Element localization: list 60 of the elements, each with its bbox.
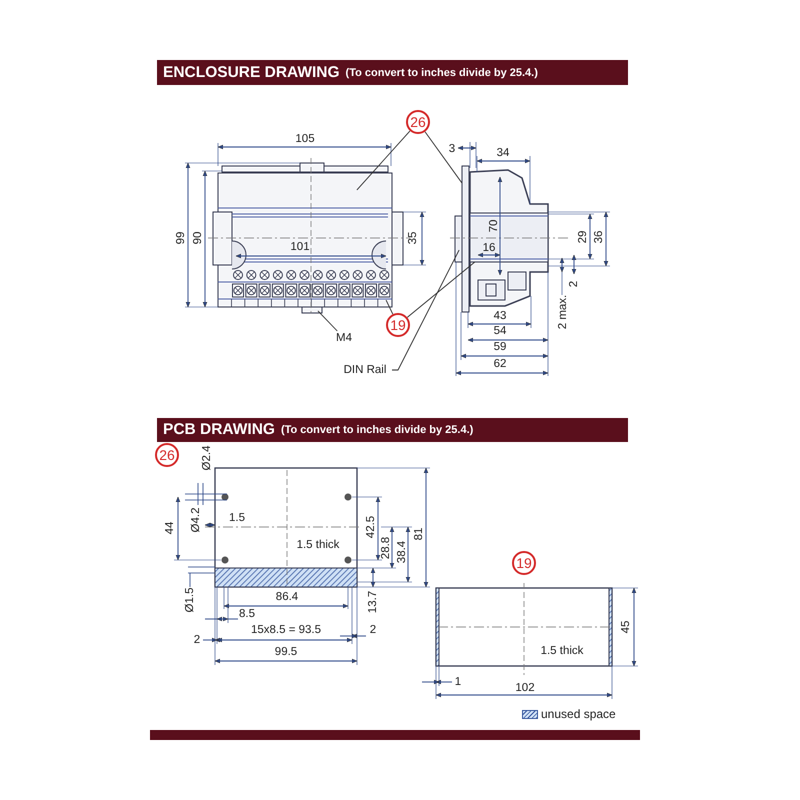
dimension-label: 102: [515, 682, 535, 694]
dimension-label: 13.7: [367, 590, 379, 614]
dimension-label: Ø2.4: [201, 446, 213, 470]
callout-number: 26: [406, 110, 430, 134]
dimension-label: 44: [164, 522, 176, 534]
dimension-label: 90: [192, 232, 204, 244]
dimension-label: 2: [568, 280, 580, 288]
leader-line: [356, 130, 410, 190]
dimension-label: 29: [577, 230, 589, 244]
section-header: [157, 60, 628, 85]
dimension-label: 36: [593, 230, 605, 244]
dimension-label: 16: [482, 242, 496, 254]
leader-line: [424, 131, 462, 184]
section-note: (To convert to inches divide by 25.4.): [280, 424, 474, 436]
dimension-label: 35: [407, 232, 419, 244]
dimension-label: 2: [370, 624, 376, 636]
dimension-label: 101: [290, 241, 310, 253]
callout-number: 19: [512, 551, 536, 575]
dimension-label: 43: [494, 310, 506, 322]
part-label: M4: [332, 331, 356, 345]
dimension-label: 105: [295, 133, 315, 145]
dimension-label: 28.8: [380, 536, 392, 560]
part-label: DIN Rail: [338, 363, 392, 377]
dimension-label: 70: [488, 220, 500, 232]
callout-number: 26: [155, 443, 179, 467]
dimension-label: 1.5: [229, 512, 245, 524]
dimension-label: 62: [494, 358, 506, 370]
section-note: (To convert to inches divide by 25.4.): [346, 66, 538, 78]
dimension-label: Ø1.5: [184, 588, 196, 612]
dimension-label: 34: [496, 147, 510, 159]
legend-label: unused space: [541, 707, 616, 721]
dimension-label: 3: [448, 143, 456, 155]
dimension-label: 99.5: [274, 646, 298, 658]
section-title: PCB DRAWING: [163, 421, 275, 439]
dimension-label: 86.4: [276, 591, 298, 603]
dimension-label: 1: [454, 676, 462, 688]
section-title: ENCLOSURE DRAWING: [163, 64, 340, 82]
dimension-label: 42.5: [365, 516, 377, 538]
leader-line: [318, 310, 338, 332]
enclosure-side-view-drawing: [450, 142, 610, 376]
leader-line: [406, 261, 476, 318]
leader-line: [386, 300, 394, 315]
enclosure-front-view-drawing: [184, 142, 426, 314]
dimension-label: 2: [194, 634, 200, 646]
dimension-label: 8.5: [239, 608, 255, 620]
dimension-label: 54: [494, 325, 506, 337]
thickness-note: 1.5 thick: [540, 645, 584, 657]
thickness-note: 1.5 thick: [296, 539, 340, 551]
pcb-strip-drawing: [422, 582, 638, 700]
section-header: [157, 418, 628, 442]
dimension-label: 15x8.5 = 93.5: [250, 624, 322, 636]
dimension-label: 38.4: [396, 540, 408, 564]
dimension-label: 2 max.: [557, 294, 569, 330]
dimension-label: Ø4.2: [190, 508, 202, 532]
dimension-label: 45: [620, 620, 632, 634]
leader-line: [392, 250, 460, 370]
callout-number: 19: [386, 313, 410, 337]
dimension-label: 81: [413, 528, 425, 540]
dimension-label: 59: [494, 341, 506, 353]
dimension-label: 99: [175, 232, 187, 244]
